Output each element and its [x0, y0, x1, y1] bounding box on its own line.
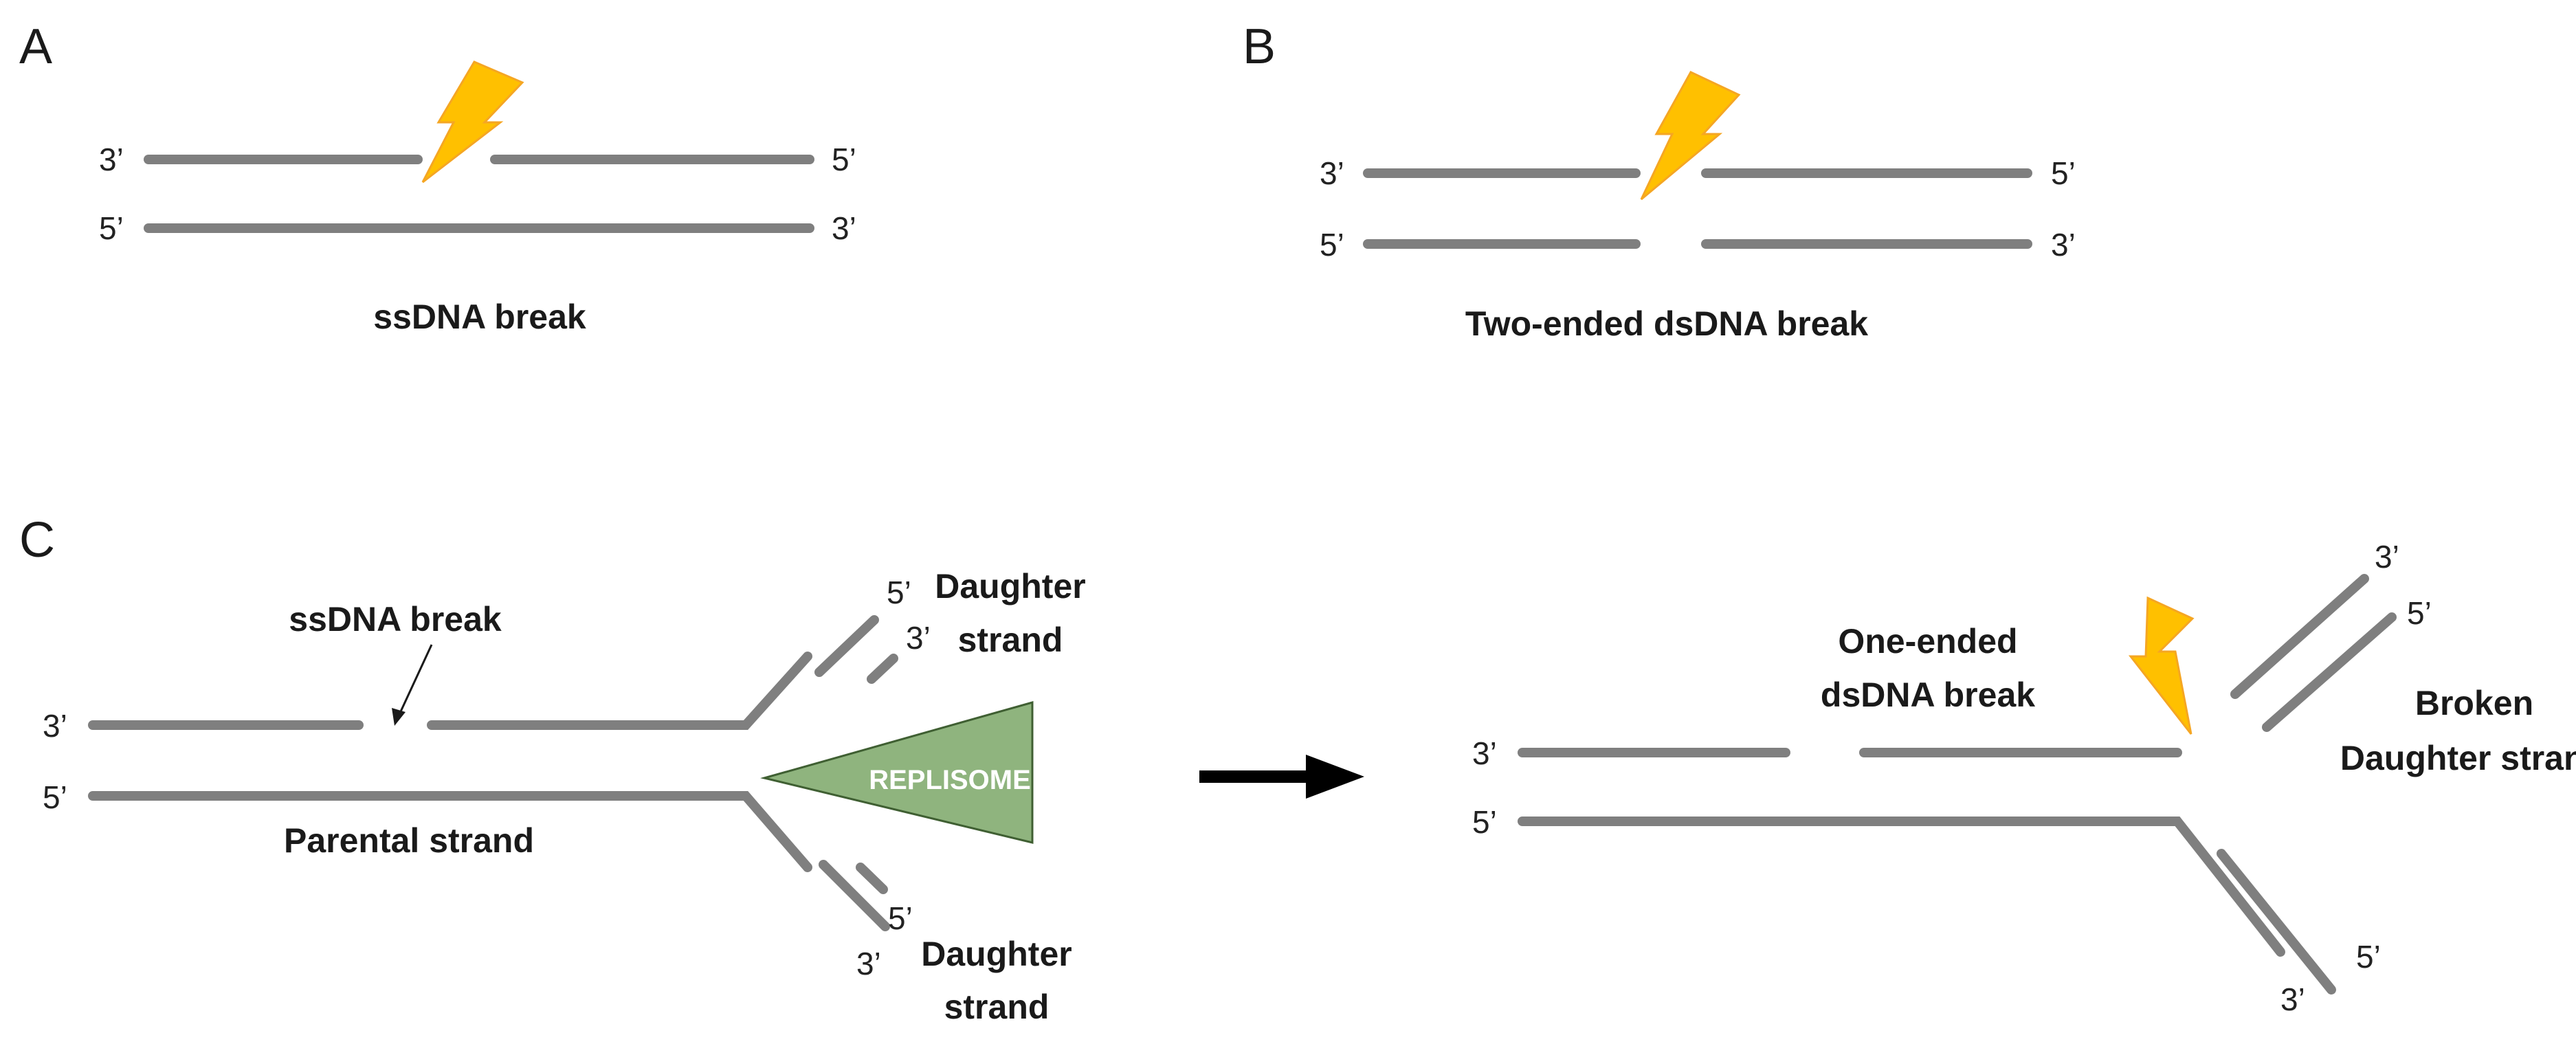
panel-b: B 3’ 5’ 5’ 3’ Two-ended dsDNA break [1243, 19, 2076, 343]
panel-c2-lower-fork-5-end: 5’ [2356, 939, 2381, 975]
panel-c-break-pointer [396, 644, 433, 720]
panel-c2-bottom-strand [1518, 817, 2285, 957]
right-arrow-icon [1199, 755, 1364, 799]
panel-c-lower-daughter-strand [819, 860, 890, 931]
panel-c-parental-strand [88, 791, 812, 872]
panel-c2-break-label-2: dsDNA break [1821, 676, 2035, 714]
panel-a-top-right-end: 5’ [832, 142, 856, 177]
lightning-bolt-icon [421, 60, 524, 184]
panel-b-bottom-right-end: 3’ [2051, 227, 2076, 263]
panel-b-letter: B [1243, 19, 1276, 74]
panel-c-top-strand-right [427, 652, 812, 730]
panel-c-lower-fork-3-end: 3’ [856, 946, 881, 981]
panel-c2-broken-label-2: Daughter strand [2340, 739, 2576, 777]
panel-c2-bottom-left-end: 5’ [1472, 804, 1497, 840]
panel-a-top-left-end: 3’ [99, 142, 124, 177]
panel-c-upper-daughter-short [867, 654, 898, 684]
panel-c2-broken-daughter-strand-1 [2230, 574, 2369, 699]
panel-c-bottom-left-end: 5’ [43, 779, 67, 815]
panel-c2-broken-daughter-strand-2 [2262, 612, 2397, 732]
panel-b-top-right-end: 5’ [2051, 155, 2076, 191]
panel-a-letter: A [19, 19, 52, 74]
lightning-bolt-icon [1640, 71, 1741, 201]
panel-c-lower-daughter-label-1: Daughter [921, 935, 1072, 973]
panel-c2-lower-fork-3-end: 3’ [2280, 981, 2305, 1017]
transition-arrowhead [1306, 755, 1364, 799]
panel-a-bottom-left-end: 5’ [99, 210, 124, 246]
replisome-label: REPLISOME [869, 765, 1031, 795]
panel-c-lower-fork-5-end: 5’ [888, 900, 913, 936]
panel-c2-lower-fork-strand [2217, 849, 2336, 995]
panel-a-caption: ssDNA break [373, 298, 586, 336]
panel-c-parental-label: Parental strand [284, 821, 534, 860]
panel-c-lower-daughter-short [856, 863, 888, 894]
lightning-bolt-icon [2128, 596, 2195, 735]
panel-c2-broken-label-1: Broken [2415, 684, 2533, 722]
panel-c-upper-daughter-strand [814, 615, 879, 677]
panel-c2-upper-fork-3-end: 3’ [2375, 539, 2399, 575]
panel-c2-top-left-end: 3’ [1472, 735, 1497, 771]
panel-a: A 3’ 5’ 5’ 3’ ssDNA break [19, 19, 856, 336]
panel-c-upper-fork-3-end: 3’ [906, 620, 931, 656]
panel-b-top-left-end: 3’ [1320, 155, 1344, 191]
panel-c-top-left-end: 3’ [43, 708, 67, 744]
panel-a-bottom-right-end: 3’ [832, 210, 856, 246]
panel-c-upper-daughter-label-2: strand [958, 621, 1063, 659]
replisome-triangle [760, 701, 1034, 844]
panel-c-collapsed-fork: 3’ 5’ One-ended dsDNA break 3’ 5’ Broken… [1472, 539, 2576, 1017]
panel-c-replication-fork: C 3’ 5’ ssDNA break Parental strand REPL… [19, 513, 1086, 1026]
panel-c2-break-label-1: One-ended [1838, 622, 2017, 660]
panel-c-upper-daughter-label-1: Daughter [935, 567, 1085, 606]
panel-b-caption: Two-ended dsDNA break [1465, 304, 1868, 343]
panel-c-upper-fork-5-end: 5’ [887, 575, 911, 610]
panel-c-letter: C [19, 513, 55, 568]
pointer-arrowhead-icon [392, 708, 406, 726]
panel-c-lower-daughter-label-2: strand [944, 988, 1050, 1026]
panel-b-bottom-left-end: 5’ [1320, 227, 1344, 263]
panel-c2-upper-fork-5-end: 5’ [2407, 595, 2432, 631]
panel-c-break-label: ssDNA break [289, 600, 502, 638]
